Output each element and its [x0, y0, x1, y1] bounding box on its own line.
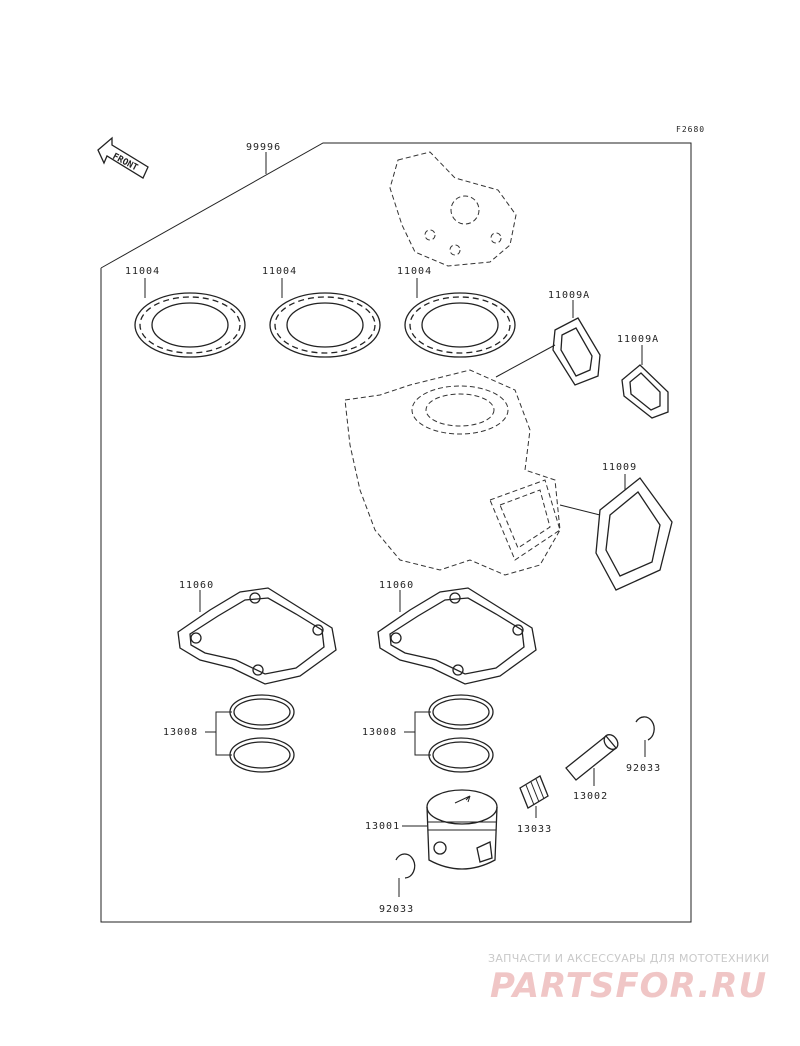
head-gasket-mid-label: 11004	[262, 266, 297, 277]
intake-gasket-label: 11009	[602, 462, 637, 473]
kit-boundary: 99996	[100, 142, 692, 923]
clip-right	[635, 716, 655, 741]
watermark-tagline: ЗАПЧАСТИ И АКСЕССУАРЫ ДЛЯ МОТОТЕХНИКИ	[488, 952, 770, 965]
base-gasket-left-label: 11060	[179, 580, 214, 591]
clip-bottom	[395, 853, 416, 879]
head-gasket-left-label: 11004	[125, 266, 160, 277]
piston-pin-label: 13002	[573, 791, 608, 802]
ring-set-left-label: 13008	[163, 727, 198, 738]
head-gasket-mid	[269, 292, 381, 358]
base-gasket-left	[177, 587, 337, 685]
front-label: FRONT	[111, 152, 140, 174]
piston-label: 13001	[365, 821, 400, 832]
piston-pin	[565, 734, 619, 781]
exhaust-gasket-a1-label: 11009A	[548, 290, 590, 301]
exhaust-gasket-a1	[552, 317, 601, 386]
clip-bottom-label: 92033	[379, 904, 414, 915]
figure-code: F2680	[676, 125, 705, 134]
ring-set-right	[428, 694, 494, 773]
needle-bearing-label: 13033	[517, 824, 552, 835]
watermark-logo: PARTSFOR.RU	[490, 966, 768, 1006]
head-gasket-right-label: 11004	[397, 266, 432, 277]
ring-set-left	[229, 694, 295, 773]
cylinder-drawing	[344, 369, 561, 576]
intake-gasket	[595, 477, 673, 591]
ring-set-right-label: 13008	[362, 727, 397, 738]
base-gasket-right-label: 11060	[379, 580, 414, 591]
piston	[426, 789, 498, 870]
head-gasket-right	[404, 292, 516, 358]
exhaust-gasket-a2-label: 11009A	[617, 334, 659, 345]
front-arrow-icon: FRONT	[97, 136, 149, 179]
cylinder-head-drawing	[389, 151, 517, 267]
head-gasket-left	[134, 292, 246, 358]
kit-number-label: 99996	[246, 142, 281, 153]
clip-right-label: 92033	[626, 763, 661, 774]
needle-bearing	[519, 775, 549, 809]
base-gasket-right	[377, 587, 537, 685]
exhaust-gasket-a2	[621, 364, 669, 419]
